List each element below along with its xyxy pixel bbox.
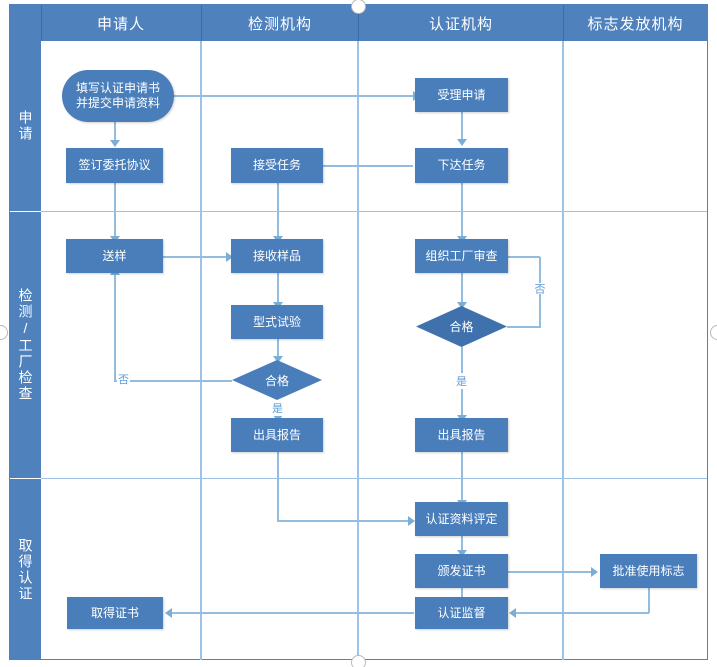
node-accept-application-label: 受理申请 [437, 87, 486, 102]
connector-arrow [110, 140, 120, 147]
resize-handle-top[interactable] [351, 0, 366, 14]
node-receive-task-label: 接受任务 [252, 158, 301, 172]
decision-factory-qualified[interactable]: 合格 [416, 306, 507, 347]
connector-n12-fail-h1 [507, 326, 541, 328]
resize-handle-left[interactable] [0, 325, 8, 340]
node-receive-sample[interactable]: 接收样品 [231, 239, 323, 273]
node-assign-task[interactable]: 下达任务 [415, 148, 508, 183]
node-type-test-label: 型式试验 [252, 314, 301, 329]
node-evaluate-materials[interactable]: 认证资料评定 [415, 502, 508, 536]
band-divider-1 [41, 211, 707, 212]
lane-header-mark-issuing-org[interactable]: 标志发放机构 [587, 15, 684, 33]
node-evaluate-materials-label: 认证资料评定 [425, 511, 498, 526]
node-submit-sample[interactable]: 送样 [66, 239, 163, 273]
node-certification-supervision-label: 认证监督 [437, 605, 486, 620]
edge-label-test-fail: 否 [117, 371, 130, 387]
resize-handle-right[interactable] [710, 325, 717, 340]
connector-n15-n16 [508, 571, 594, 573]
phase-band-inspection-label: 检测/工厂检查 [17, 288, 34, 402]
node-sign-agreement-label: 签订委托协议 [78, 158, 151, 172]
edge-label-factory-fail: 否 [530, 283, 548, 294]
resize-handle-bottom[interactable] [351, 655, 366, 667]
edge-label-test-pass: 是 [271, 400, 284, 416]
node-grant-certificate[interactable]: 颁发证书 [415, 554, 508, 588]
node-fill-application-label: 填写认证申请书 并提交申请资料 [75, 81, 160, 110]
lane-header-testing-org[interactable]: 检测机构 [247, 15, 312, 33]
connector-n9-fail-vertical [114, 273, 116, 381]
node-type-test[interactable]: 型式试验 [231, 305, 323, 339]
node-grant-certificate-label: 颁发证书 [437, 563, 486, 578]
node-issue-test-report[interactable]: 出具报告 [231, 418, 323, 452]
node-certification-supervision[interactable]: 认证监督 [415, 597, 508, 629]
phase-band-apply-label: 申请 [17, 110, 34, 142]
node-sign-agreement[interactable]: 签订委托协议 [66, 148, 163, 183]
decision-test-qualified[interactable]: 合格 [232, 360, 322, 400]
connector-n8-n9 [277, 339, 279, 359]
connector-n16-n17-h [516, 612, 649, 614]
connector-n6-n7 [163, 256, 230, 258]
node-obtain-certificate[interactable]: 取得证书 [67, 597, 163, 629]
lane-header-certification-org[interactable]: 认证机构 [428, 15, 493, 33]
phase-band-obtain-cert[interactable]: 取得认证 [10, 479, 41, 660]
connector-n15-n17 [461, 588, 463, 597]
lane-divider-1 [200, 41, 202, 660]
connector-arrow [457, 550, 467, 557]
node-approve-mark-use[interactable]: 批准使用标志 [600, 554, 697, 588]
node-obtain-certificate-label: 取得证书 [90, 605, 139, 620]
phase-band-obtain-cert-label: 取得认证 [17, 537, 34, 602]
decision-test-qualified-label: 合格 [264, 373, 289, 388]
connector-n5-n7 [277, 183, 279, 239]
connector-n14-n15 [461, 536, 463, 552]
edge-label-factory-pass: 是 [455, 373, 468, 389]
connector-arrow [457, 302, 467, 309]
connector-n11-n12 [461, 273, 463, 305]
phase-band-apply[interactable]: 申请 [10, 41, 41, 211]
decision-factory-qualified-label: 合格 [449, 320, 474, 334]
lane-header-applicant[interactable]: 申请人 [96, 15, 145, 33]
connector-n4-n5 [318, 165, 413, 167]
band-divider-2 [41, 478, 707, 479]
node-fill-application[interactable]: 填写认证申请书 并提交申请资料 [62, 70, 174, 122]
connector-n7-n8 [277, 273, 279, 305]
header-separator [201, 5, 202, 41]
node-receive-sample-label: 接收样品 [252, 248, 301, 263]
connector-n10-n14-h [277, 520, 411, 522]
node-approve-mark-use-label: 批准使用标志 [612, 563, 685, 578]
node-accept-application[interactable]: 受理申请 [415, 78, 508, 112]
connector-arrow [591, 567, 598, 577]
connector-n12-fail-h2 [494, 256, 540, 258]
connector-arrow [226, 252, 233, 262]
lane-divider-3 [562, 41, 564, 660]
header-separator [563, 5, 564, 41]
node-assign-task-label: 下达任务 [437, 158, 486, 172]
connector-n1-n3 [173, 95, 415, 97]
node-issue-test-report-label: 出具报告 [252, 427, 301, 442]
connector-n2-n6 [114, 183, 116, 239]
connector-arrow [273, 356, 283, 363]
header-separator [41, 5, 42, 41]
node-issue-audit-report-label: 出具报告 [437, 427, 486, 442]
lane-divider-2 [357, 41, 359, 660]
node-submit-sample-label: 送样 [102, 248, 127, 263]
connector-arrow [457, 139, 467, 146]
node-factory-audit[interactable]: 组织工厂审查 [415, 239, 508, 273]
connector-n4-n11 [461, 183, 463, 239]
connector-n10-n14-v [277, 452, 279, 521]
connector-arrow [165, 608, 172, 618]
connector-n16-n17-v [648, 588, 650, 613]
connector-arrow [509, 608, 516, 618]
node-receive-task[interactable]: 接受任务 [231, 148, 323, 183]
connector-n13-n14 [461, 452, 463, 502]
phase-band-inspection[interactable]: 检测/工厂检查 [10, 212, 41, 478]
connector-n1-n2 [114, 122, 116, 142]
connector-arrow [408, 516, 415, 526]
node-factory-audit-label: 组织工厂审查 [425, 248, 498, 263]
connector-n3-n4 [461, 112, 463, 140]
header-separator [358, 5, 359, 41]
connector-n17-n18 [172, 612, 414, 614]
node-issue-audit-report[interactable]: 出具报告 [415, 418, 508, 452]
connector-n9-fail [114, 380, 232, 382]
